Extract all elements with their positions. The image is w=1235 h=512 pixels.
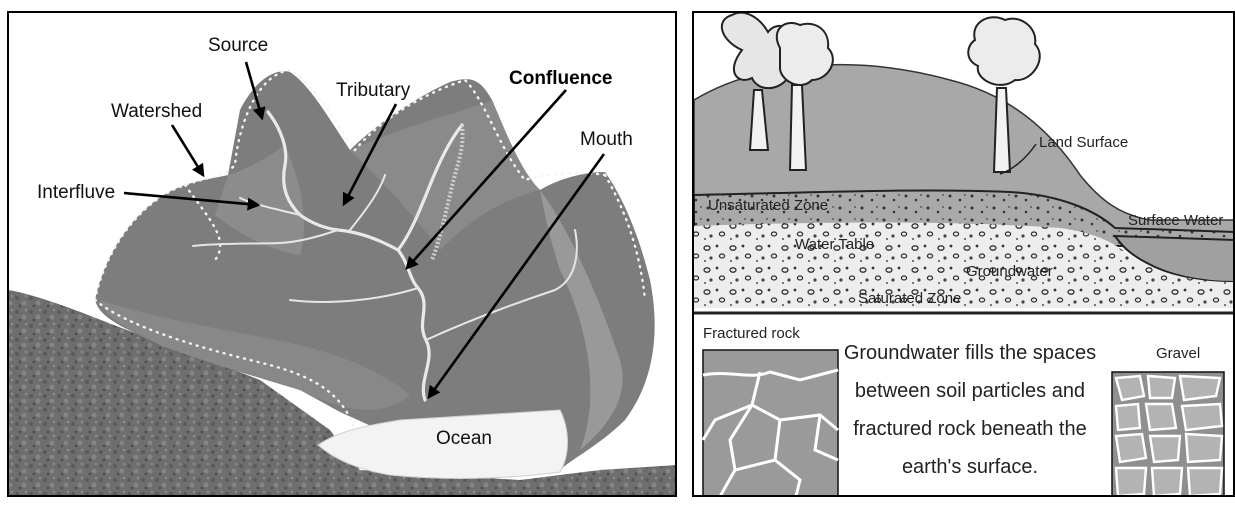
- caption-line-3: fractured rock beneath the: [853, 418, 1086, 440]
- ocean-label: Ocean: [436, 428, 492, 449]
- confluence-label: Confluence: [509, 68, 612, 89]
- gravel-label: Gravel: [1156, 345, 1200, 362]
- land-surface-label: Land Surface: [1039, 134, 1128, 151]
- saturated-zone-label: Saturated Zone: [858, 290, 961, 307]
- interfluve-label: Interfluve: [37, 182, 115, 203]
- caption-line-1: Groundwater fills the spaces: [844, 342, 1096, 364]
- groundwater-panel: Land Surface Unsaturated Zone Surface Wa…: [693, 12, 1235, 502]
- caption-line-2: between soil particles and: [855, 380, 1085, 402]
- tributary-label: Tributary: [336, 80, 411, 101]
- caption-line-4: earth's surface.: [902, 456, 1038, 478]
- tree-canopy-3: [968, 17, 1040, 85]
- source-label: Source: [208, 35, 268, 56]
- watershed-panel: Source Watershed Tributary Confluence Mo…: [8, 12, 676, 496]
- tree-canopy-2: [777, 23, 833, 85]
- water-table-label: Water Table: [795, 236, 874, 253]
- mouth-label: Mouth: [580, 129, 633, 150]
- tree-trunk-2: [790, 85, 806, 170]
- gravel-stones: [1116, 376, 1222, 496]
- watershed-label: Watershed: [111, 101, 202, 122]
- surface-water-label: Surface Water: [1128, 212, 1223, 229]
- ground-texture-left: [9, 320, 89, 496]
- groundwater-label: Groundwater: [966, 263, 1053, 280]
- fractured-rock-label: Fractured rock: [703, 325, 800, 342]
- tree-trunk-3: [994, 88, 1010, 172]
- unsaturated-zone-label: Unsaturated Zone: [708, 197, 828, 214]
